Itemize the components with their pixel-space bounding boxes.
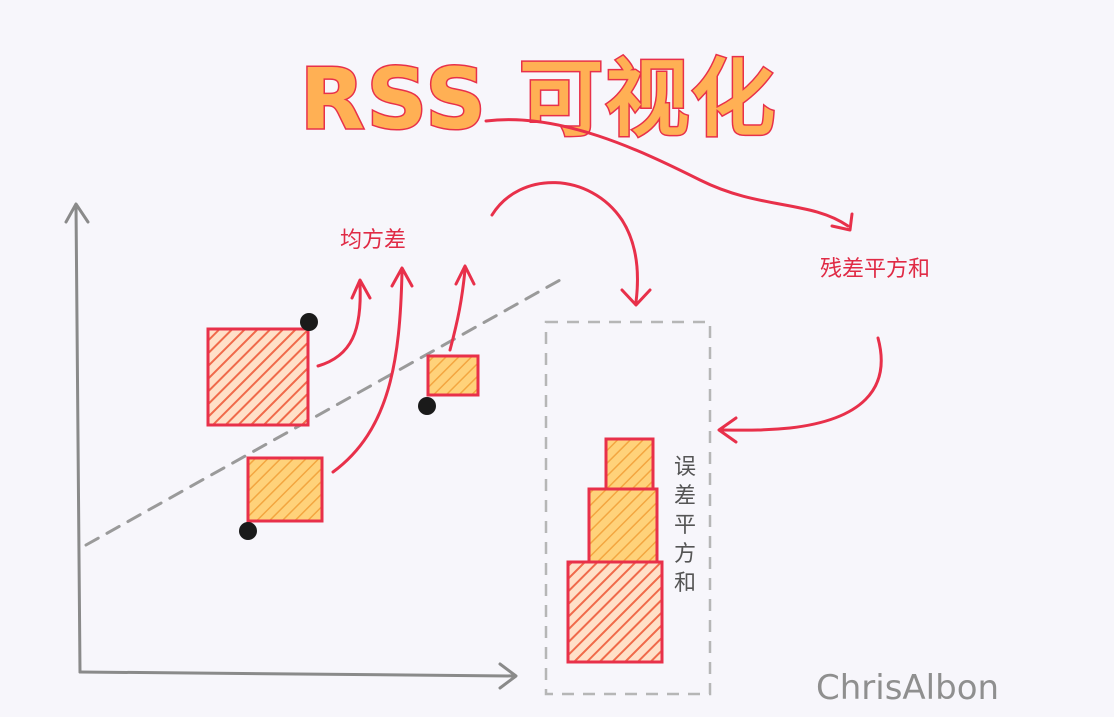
stacked-square-small xyxy=(604,437,655,491)
regression-line xyxy=(84,278,562,547)
y-axis-arrowhead xyxy=(64,202,90,224)
stacked-square-medium xyxy=(587,487,659,564)
sse-label: 误 差 平 方 和 xyxy=(674,455,696,596)
x-axis-arrowhead xyxy=(498,662,518,690)
stacked-square-large xyxy=(566,560,664,664)
mse-to-stack-arrow xyxy=(490,181,652,307)
residual-square-large xyxy=(206,327,310,427)
rss-label: 残差平方和 xyxy=(820,257,930,282)
residual-square-small xyxy=(426,354,480,397)
data-point xyxy=(300,313,318,331)
plot-axes xyxy=(64,202,518,690)
data-point xyxy=(418,397,436,415)
mse-label: 均方差 xyxy=(340,228,406,253)
rss-to-stack-arrow xyxy=(717,336,883,444)
residual-square-medium xyxy=(246,456,324,523)
author-signature: ChrisAlbon xyxy=(816,668,999,708)
data-point xyxy=(239,522,257,540)
sse-char: 误 xyxy=(674,455,696,480)
sse-char: 和 xyxy=(674,571,696,596)
diagram-title: RSS 可视化 xyxy=(300,50,777,148)
sum-box xyxy=(544,320,712,696)
sse-char: 平 xyxy=(674,513,696,538)
sse-char: 方 xyxy=(674,542,696,567)
title-to-rss-arrow xyxy=(484,118,854,232)
sse-char: 差 xyxy=(674,484,696,509)
mse-arrows xyxy=(316,264,476,474)
y-axis xyxy=(74,203,82,674)
x-axis xyxy=(78,670,517,678)
